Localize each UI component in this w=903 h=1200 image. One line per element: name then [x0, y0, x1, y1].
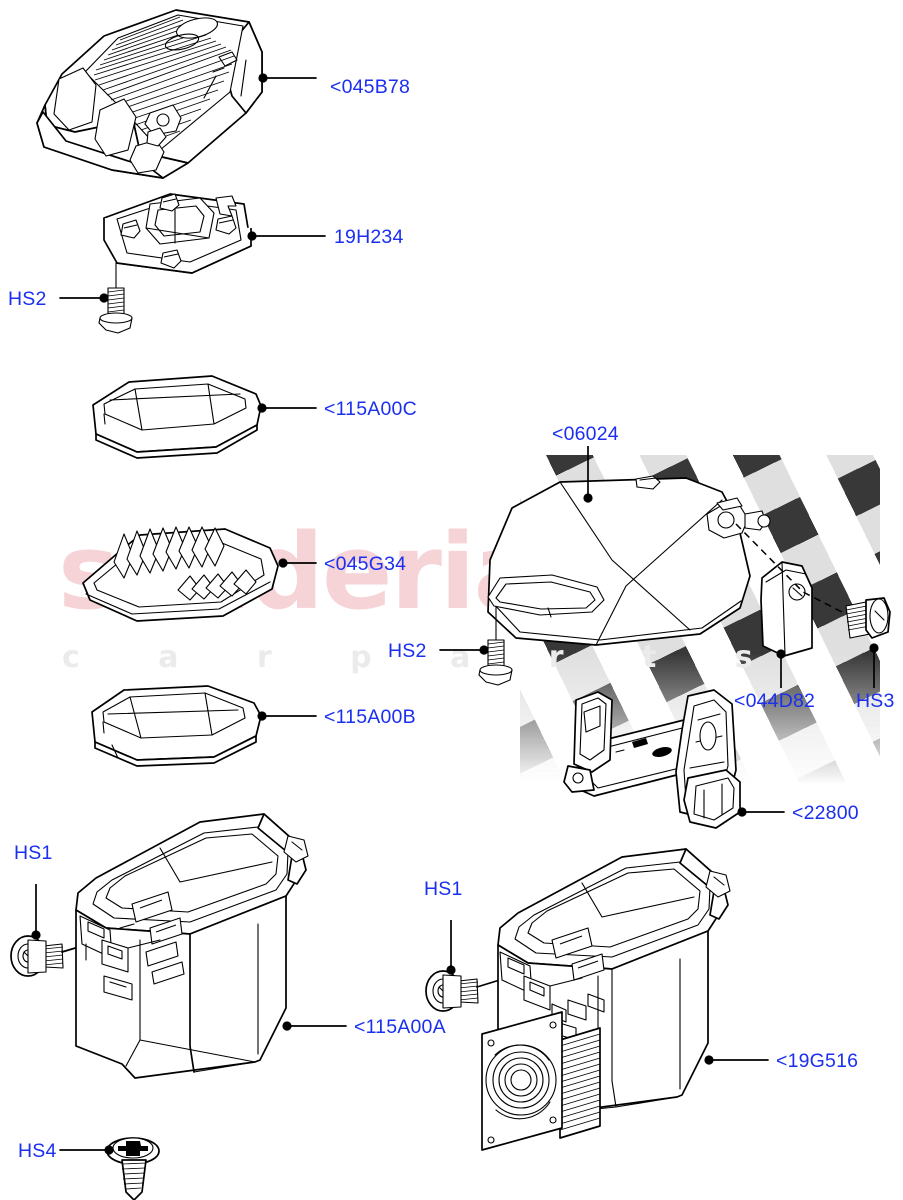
part-self-tapping-screw	[59, 1137, 160, 1200]
part-rubber-mat-liner	[82, 526, 317, 622]
part-shoulder-bolt-upper	[59, 262, 133, 334]
callout-label-06024[interactable]: <06024	[552, 423, 619, 445]
part-console-mounting-tray	[103, 193, 326, 274]
part-console-body-storage	[75, 813, 347, 1079]
part-hinge-pivot-screw	[845, 597, 891, 688]
part-console-body-screw-right	[425, 920, 517, 1012]
part-console-body-cooler	[481, 848, 769, 1151]
part-shoulder-bolt-armrest	[439, 606, 513, 686]
callout-label-045B78[interactable]: <045B78	[330, 76, 411, 98]
callout-label-115A00B[interactable]: <115A00B	[324, 706, 416, 728]
part-console-support-bracket	[563, 689, 785, 829]
callout-label-hs2-armrest[interactable]: HS2	[388, 640, 427, 662]
callout-label-19G516[interactable]: <19G516	[776, 1050, 859, 1072]
callout-label-045G34[interactable]: <045G34	[324, 553, 407, 575]
callout-label-hs3[interactable]: HS3	[856, 690, 895, 712]
callout-label-hs1-left[interactable]: HS1	[14, 842, 53, 864]
part-hinge-cover-cap	[735, 523, 843, 688]
callout-label-044D82[interactable]: <044D82	[734, 690, 816, 712]
callout-label-19H234[interactable]: 19H234	[334, 226, 404, 248]
callout-label-hs2-upper[interactable]: HS2	[8, 288, 47, 310]
callout-label-115A00C[interactable]: <115A00C	[324, 398, 417, 420]
part-storage-tray-b	[91, 685, 317, 767]
part-console-lid-ribbed-cover	[36, 9, 317, 179]
part-armrest-lid	[487, 446, 771, 646]
callout-label-hs4[interactable]: HS4	[18, 1140, 57, 1162]
part-storage-tray-c	[92, 375, 317, 459]
callout-label-22800[interactable]: <22800	[792, 802, 859, 824]
callout-label-hs1-right[interactable]: HS1	[424, 878, 463, 900]
callout-label-115A00A[interactable]: <115A00A	[354, 1016, 446, 1038]
